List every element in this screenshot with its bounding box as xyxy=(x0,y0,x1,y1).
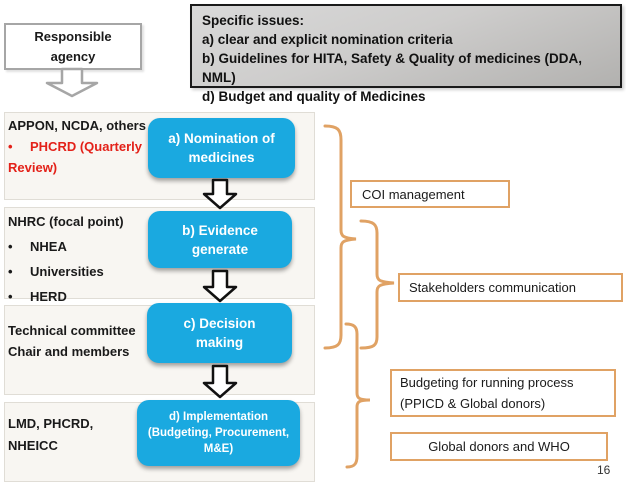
agency-label-3: Technical committee Chair and members xyxy=(8,320,168,362)
agency-text: NHRC (focal point) xyxy=(8,214,124,229)
agency-text: Review) xyxy=(8,160,58,175)
specific-issues-item: d) Budget and quality of Medicines xyxy=(202,89,426,104)
page-number: 16 xyxy=(597,463,611,477)
brace-steps-abc xyxy=(323,124,357,350)
agency-text: Chair and members xyxy=(8,344,130,359)
note-stakeholders-communication: Stakeholders communication xyxy=(398,273,623,302)
agency-label-2: NHRC (focal point) •NHEA •Universities •… xyxy=(8,209,168,309)
agency-text: LMD, PHCRD, xyxy=(8,416,94,431)
step-decision: c) Decision making xyxy=(147,303,292,363)
agency-text: •Universities xyxy=(8,259,168,284)
note-coi-management: COI management xyxy=(350,180,510,208)
agency-text: APPON, NCDA, others xyxy=(8,118,146,133)
bullet-icon: • xyxy=(8,289,13,304)
agency-label-4: LMD, PHCRD, NHEICC xyxy=(8,413,168,457)
responsible-agency-label-line: Responsible xyxy=(34,28,112,44)
step-implementation: d) Implementation (Budgeting, Procuremen… xyxy=(137,400,300,466)
note-budgeting: Budgeting for running process (PPICD & G… xyxy=(390,369,616,417)
brace-steps-cd xyxy=(344,322,371,469)
agency-text: Technical committee xyxy=(8,323,136,338)
responsible-agency-box: Responsible agency xyxy=(4,23,142,70)
agency-text: •NHEA xyxy=(8,234,168,259)
responsible-agency-label-line: agency xyxy=(50,48,96,64)
specific-issues-title: Specific issues: xyxy=(202,13,305,28)
agency-text: •HERD xyxy=(8,284,168,309)
agency-text: •PHCRD (Quarterly xyxy=(8,136,158,157)
brace-steps-bc xyxy=(359,219,395,350)
step-nomination: a) Nomination of medicines xyxy=(148,118,295,178)
bullet-icon: • xyxy=(8,264,13,279)
specific-issues-box: Specific issues: a) clear and explicit n… xyxy=(190,4,622,104)
note-global-donors: Global donors and WHO xyxy=(390,432,608,461)
specific-issues-item: a) clear and explicit nomination criteri… xyxy=(202,32,453,47)
specific-issues-item: b) Guidelines for HITA, Safety & Quality… xyxy=(202,51,583,85)
agency-text: NHEICC xyxy=(8,438,58,453)
responsible-agency-arrow-icon xyxy=(45,67,99,98)
agency-label-1: APPON, NCDA, others •PHCRD (Quarterly Re… xyxy=(8,115,158,178)
bullet-icon: • xyxy=(8,239,13,254)
bullet-icon: • xyxy=(8,139,13,154)
step-evidence: b) Evidence generate xyxy=(148,211,292,268)
